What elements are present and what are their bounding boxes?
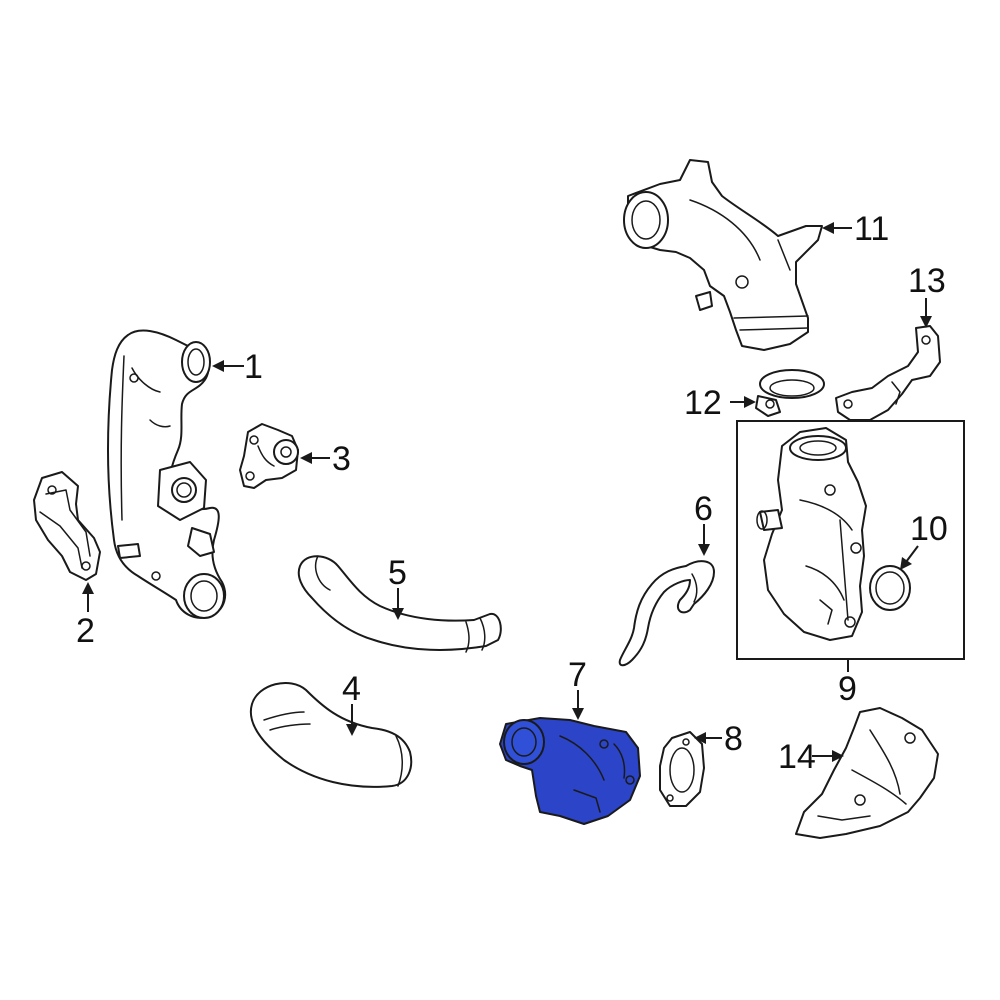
- part-9-outlet-housing[interactable]: [756, 427, 867, 641]
- callout-9: 9: [838, 670, 857, 708]
- part-2-bracket[interactable]: [33, 471, 101, 581]
- callout-4: 4: [342, 670, 361, 708]
- callout-6: 6: [694, 490, 713, 528]
- callout-14: 14: [778, 738, 816, 776]
- callout-13: 13: [908, 262, 946, 300]
- part-8-gasket[interactable]: [659, 731, 705, 807]
- callout-10: 10: [910, 510, 948, 548]
- part-13-bracket[interactable]: [835, 325, 941, 421]
- callout-1: 1: [244, 348, 263, 386]
- callout-12: 12: [684, 384, 722, 422]
- part-3-thermostat-cover[interactable]: [239, 423, 299, 489]
- callout-8: 8: [724, 720, 743, 758]
- part-10-o-ring[interactable]: [869, 565, 911, 611]
- part-5-hose[interactable]: [297, 555, 502, 653]
- callout-5: 5: [388, 554, 407, 592]
- part-14-heat-shield[interactable]: [795, 707, 939, 839]
- leader-lines: [82, 222, 932, 762]
- callout-3: 3: [332, 440, 351, 478]
- callout-numbers: 1 2 3 4 5 6 7 8 9 10 11 12 13 14: [76, 210, 948, 776]
- part-12-clamp[interactable]: [755, 369, 825, 417]
- callout-2: 2: [76, 612, 95, 650]
- part-1-coolant-housing[interactable]: [107, 329, 227, 619]
- assembly-box-9: [736, 420, 965, 660]
- part-11-inlet-pipe[interactable]: [623, 159, 823, 351]
- part-7-housing-highlighted[interactable]: [499, 717, 641, 825]
- part-4-hose[interactable]: [249, 681, 413, 788]
- callout-7: 7: [568, 656, 587, 694]
- callout-11: 11: [854, 210, 889, 248]
- part-6-coolant-pipe[interactable]: [618, 560, 715, 667]
